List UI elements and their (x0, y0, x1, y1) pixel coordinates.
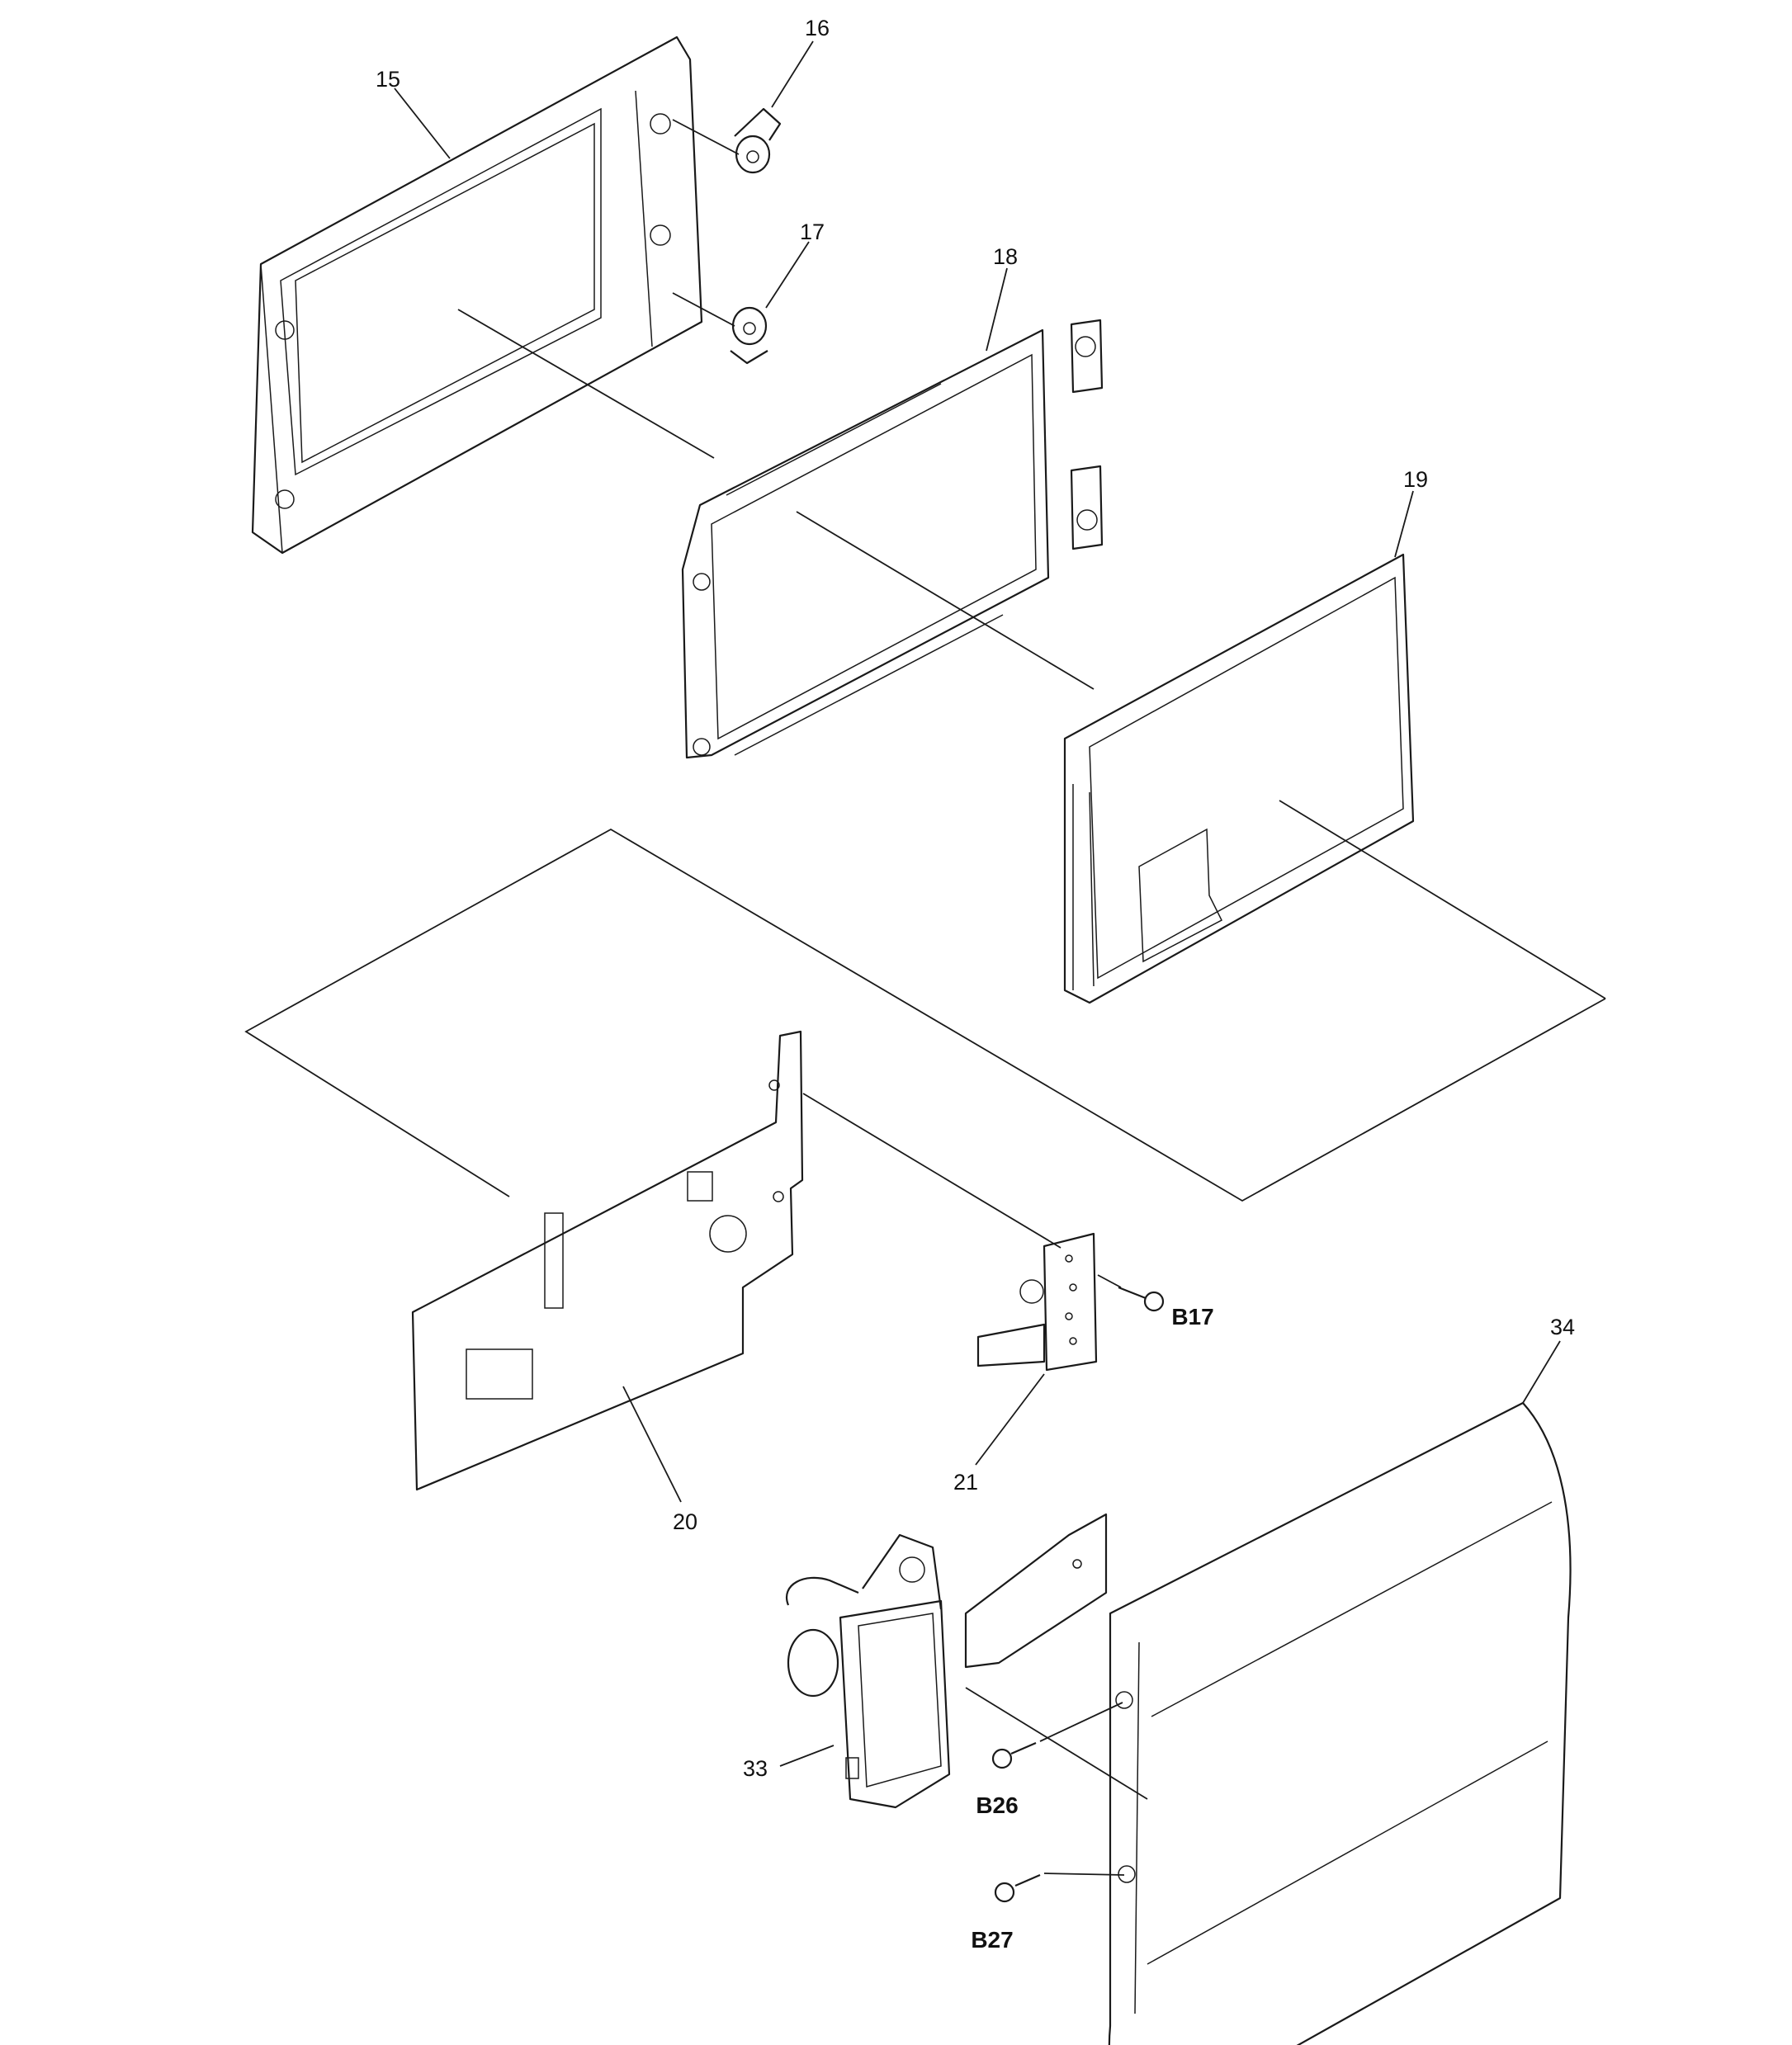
leader-lines (394, 40, 1561, 1767)
part-20-circuit-board (411, 1030, 804, 1491)
callout-19: 19 (1403, 467, 1428, 492)
callout-labels: 15 16 17 18 19 20 21 33 34 B17 B26 B27 (376, 16, 1575, 1953)
screw-b17 (1118, 1286, 1165, 1312)
part-33-hinge-assembly (786, 1513, 1108, 1809)
part-34-back-cover (1108, 1401, 1572, 2045)
callout-21: 21 (953, 1470, 978, 1495)
callout-18: 18 (993, 244, 1018, 269)
part-18-metal-frame (681, 319, 1104, 759)
part-16-hinge-clip (672, 107, 782, 174)
screw-b26 (991, 1741, 1037, 1769)
callout-b26: B26 (976, 1792, 1018, 1818)
callout-33: 33 (743, 1756, 768, 1781)
callout-16: 16 (805, 16, 830, 40)
part-21-hinge-bracket (976, 1232, 1098, 1372)
assembly-axis-lines (244, 309, 1606, 1876)
callout-34: 34 (1550, 1315, 1575, 1339)
part-15-front-frame (251, 35, 703, 555)
callout-b17: B17 (1171, 1304, 1213, 1329)
callout-20: 20 (673, 1509, 697, 1534)
screw-b27 (994, 1873, 1041, 1903)
part-17-hinge-clip (672, 292, 768, 365)
callout-17: 17 (800, 220, 825, 244)
part-19-lcd-panel (1063, 553, 1415, 1004)
callout-15: 15 (376, 67, 400, 92)
callout-b27: B27 (971, 1927, 1013, 1953)
